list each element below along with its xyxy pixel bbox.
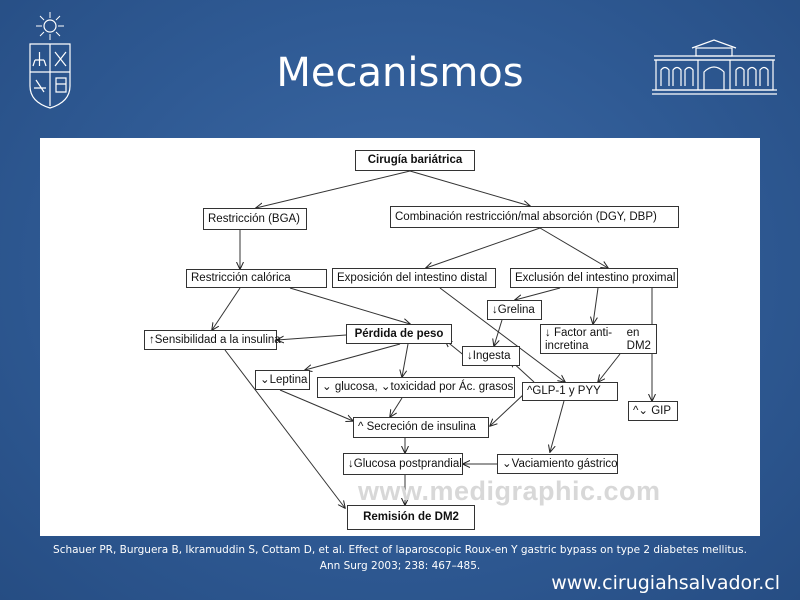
factor-line-1: ↓ Factor anti-incretina bbox=[545, 327, 613, 352]
node-glp1-pyy: ^GLP-1 y PYY bbox=[522, 382, 618, 401]
edge-glp1-secrecion bbox=[490, 393, 525, 426]
website-url: www.cirugiahsalvador.cl bbox=[551, 572, 780, 594]
node-remision-dm2: Remisión de DM2 bbox=[347, 505, 475, 530]
node-exposicion: Exposición del intestino distal bbox=[332, 268, 496, 288]
edge-perdida-sensibilidad bbox=[277, 334, 347, 340]
edge-calorica-sensibilidad bbox=[212, 287, 241, 330]
edge-grelina-ingesta bbox=[494, 319, 503, 346]
edge-cirugia-combinacion bbox=[409, 170, 530, 206]
diagram-panel: www.medigraphic.com Cirugía bariátrica R… bbox=[40, 138, 760, 536]
citation: Schauer PR, Burguera B, Ikramuddin S, Co… bbox=[0, 542, 800, 574]
edge-cirugia-restriccion bbox=[256, 170, 411, 208]
node-vaciamiento-gastrico: ⌄Vaciamiento gástrico bbox=[497, 454, 618, 474]
hospital-building-icon bbox=[652, 39, 777, 95]
node-combinacion: Combinación restricción/mal absorción (D… bbox=[390, 206, 679, 228]
node-perdida-peso: Pérdida de peso bbox=[346, 324, 452, 344]
slide-title: Mecanismos bbox=[276, 50, 524, 96]
edge-combinacion-exclusion bbox=[539, 227, 608, 268]
edge-calorica-perdida bbox=[289, 287, 410, 324]
university-crest-icon bbox=[29, 12, 71, 109]
node-leptina: ⌄Leptina bbox=[255, 370, 310, 390]
edge-exclusion-grelina bbox=[515, 287, 561, 300]
node-gip: ^⌄ GIP bbox=[628, 401, 678, 421]
watermark: www.medigraphic.com bbox=[358, 476, 661, 506]
edge-leptina-secrecion bbox=[279, 389, 353, 421]
node-sensibilidad-insulina: ↑Sensibilidad a la insulina bbox=[144, 330, 281, 350]
edge-factor-glp1 bbox=[598, 353, 621, 382]
citation-line-2: Ann Surg 2003; 238: 467–485. bbox=[319, 560, 481, 572]
node-glucosa-toxicidad: ⌄ glucosa, ⌄toxicidad por Ác. grasos bbox=[317, 377, 515, 398]
edge-perdida-leptina bbox=[305, 343, 401, 370]
edge-sensibilidad-remision bbox=[224, 349, 345, 508]
edge-perdida-glucosa bbox=[402, 343, 409, 377]
node-restriccion-calorica: Restricción calórica bbox=[186, 269, 327, 288]
edge-glp1-vaciamiento bbox=[550, 400, 565, 452]
edge-combinacion-exposicion bbox=[426, 227, 541, 268]
diagram-connectors bbox=[40, 170, 760, 536]
edge-glucosa-secrecion bbox=[390, 397, 403, 417]
node-glucosa-postprandial: ↓Glucosa postprandial bbox=[343, 453, 463, 475]
citation-line-1: Schauer PR, Burguera B, Ikramuddin S, Co… bbox=[53, 544, 747, 556]
node-cirugia-bariatrica: Cirugía bariátrica bbox=[355, 150, 475, 171]
edge-exclusion-factor bbox=[593, 287, 599, 324]
node-exclusion: Exclusión del intestino proximal bbox=[510, 268, 678, 288]
node-grelina: ↓Grelina bbox=[487, 300, 542, 320]
factor-line-2: en DM2 bbox=[626, 327, 651, 352]
node-restriccion-bga: Restricción (BGA) bbox=[203, 208, 307, 230]
edge-exposicion-glp1 bbox=[439, 287, 565, 382]
node-factor-anti-incretina: ↓ Factor anti-incretina en DM2 bbox=[540, 324, 657, 354]
node-ingesta: ↓Ingesta bbox=[462, 346, 520, 366]
node-secrecion-insulina: ^ Secreción de insulina bbox=[353, 417, 489, 438]
